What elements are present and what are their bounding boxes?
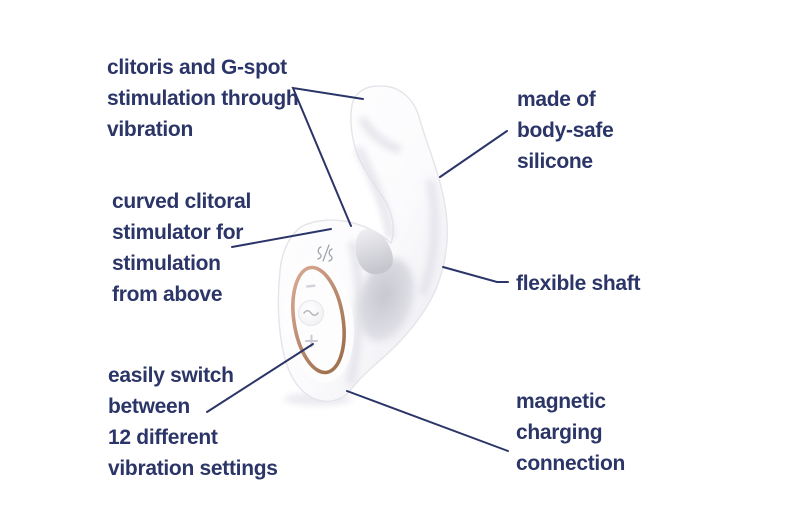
callout-line-text: vibration [107, 118, 193, 141]
callout-line-text: made of [517, 88, 596, 111]
callout-line-text: charging [516, 421, 603, 444]
loop-opening-shadow [357, 258, 415, 342]
satisfyer-logo [317, 244, 333, 262]
callout-line-text: silicone [517, 150, 593, 173]
callout-line-text: magnetic [516, 390, 606, 413]
callout-line-text: connection [516, 452, 626, 475]
callout-line-text: clitoris and G-spot [107, 56, 287, 79]
line-silicone [439, 130, 508, 178]
callout-line-text: easily switch [108, 364, 234, 387]
callout-settings: easily switch between 12 different vibra… [108, 360, 278, 484]
callout-line-text: between [108, 395, 190, 418]
callout-charging: magnetic charging connection [516, 386, 625, 479]
callout-lines [206, 86, 509, 452]
callout-silicone: made of body-safe silicone [517, 84, 614, 177]
callout-line-text: stimulator for [112, 221, 244, 244]
callout-line-text: from above [112, 283, 223, 306]
callout-line-text: stimulation through [107, 87, 299, 110]
line-stimulator [231, 228, 332, 248]
line-stimulation [291, 86, 364, 227]
rose-gold-ring [291, 265, 346, 375]
callout-line-text: stimulation [112, 252, 221, 275]
callout-stimulation: clitoris and G-spot stimulation through … [107, 52, 299, 145]
line-settings [206, 343, 314, 413]
callout-line-text: vibration settings [108, 457, 278, 480]
callout-line-text: body-safe [517, 119, 614, 142]
callout-line-text: curved clitoral [112, 190, 252, 213]
wave-icon [303, 309, 319, 317]
clitoral-stimulator-arm [355, 229, 393, 275]
callout-line-text: 12 different [108, 426, 218, 449]
line-shaft [442, 266, 509, 283]
callout-stimulator: curved clitoral stimulator for stimulati… [112, 186, 251, 310]
line-charging [346, 390, 509, 452]
callout-line-text: flexible shaft [516, 272, 641, 295]
minus-button [306, 284, 316, 288]
callout-shaft: flexible shaft [516, 268, 640, 299]
